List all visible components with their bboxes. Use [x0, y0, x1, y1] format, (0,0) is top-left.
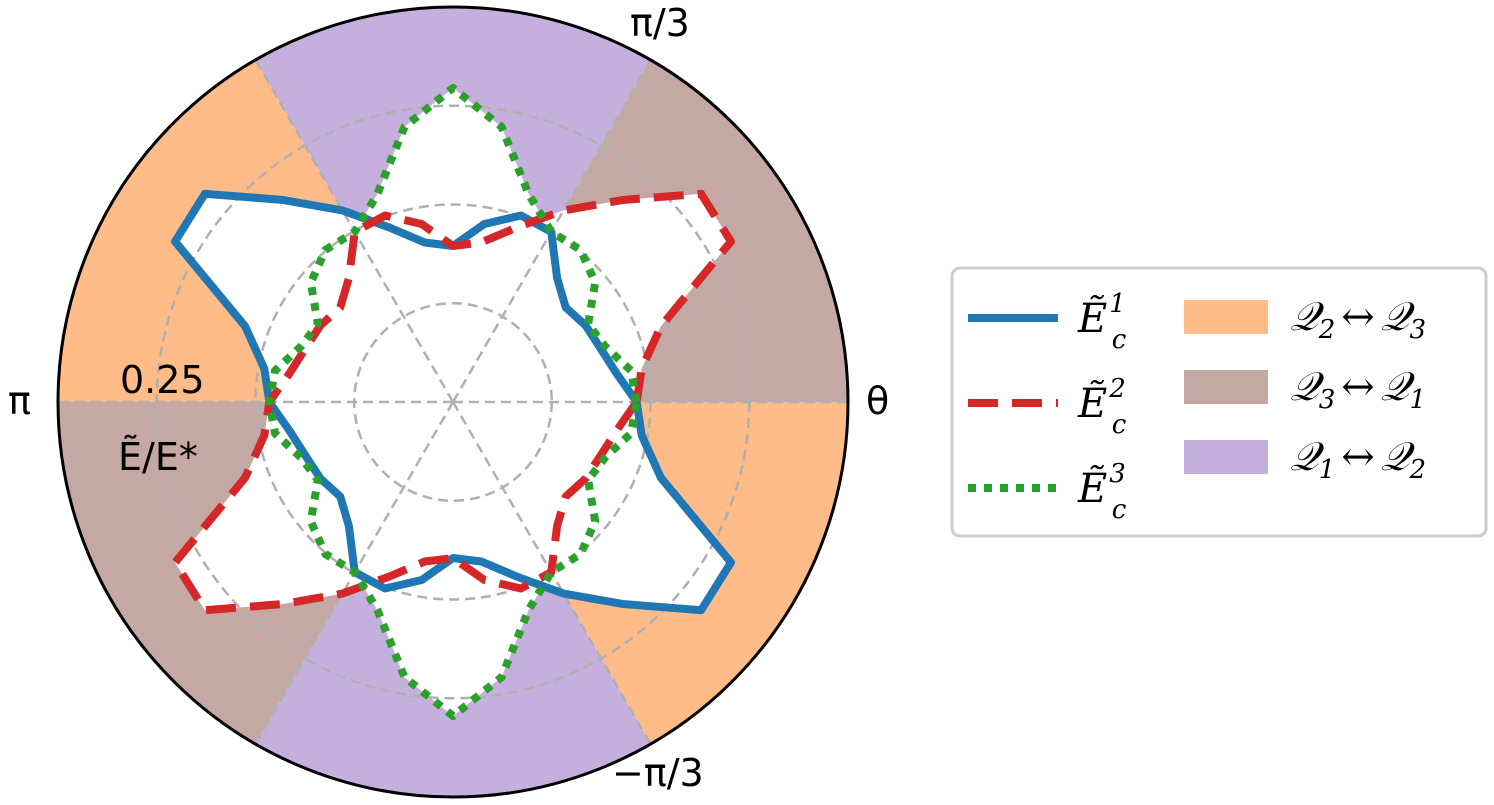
legend-region-swatch-2	[1184, 370, 1268, 404]
polar-grid	[58, 59, 848, 745]
series-lines	[171, 83, 735, 721]
r-axis-label: Ẽ/E*	[118, 435, 198, 479]
legend-region-swatch-3	[1184, 440, 1268, 474]
legend-region-swatch-1	[1184, 300, 1268, 334]
r-tick-label: 0.25	[120, 358, 205, 402]
theta-label-minus: −π/3	[612, 751, 704, 795]
series-line-3	[265, 83, 641, 721]
outer-circle	[56, 5, 850, 799]
legend-region-label-1: 𝒬2↔𝒬3	[1290, 294, 1426, 345]
theta-label-plus: π/3	[630, 1, 690, 45]
legend-region-label-3: 𝒬1↔𝒬2	[1290, 434, 1426, 485]
theta-label-zero: θ	[866, 379, 889, 423]
legend-region-label-2: 𝒬3↔𝒬1	[1290, 364, 1426, 415]
theta-label-pi: π	[8, 379, 31, 423]
